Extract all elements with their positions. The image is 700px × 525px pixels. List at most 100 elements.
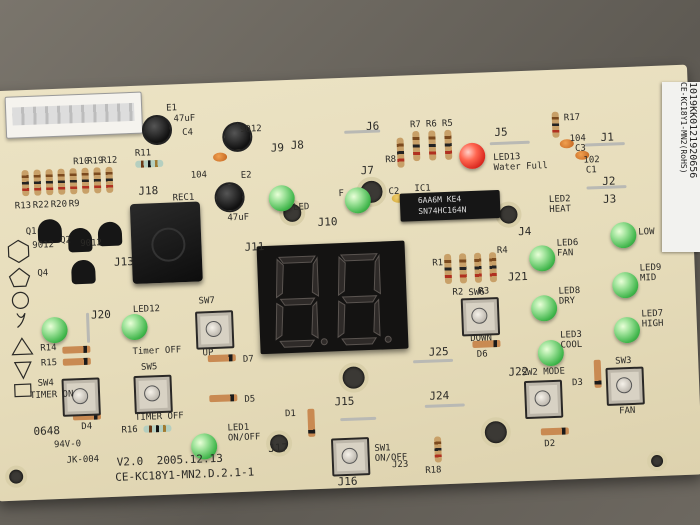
label-r4: R4 [496, 245, 508, 257]
label-j2: J2 [602, 174, 616, 188]
resistor [33, 169, 42, 196]
mounting-hole [338, 362, 370, 394]
resistor-r8 [396, 137, 405, 168]
resistor [45, 169, 54, 196]
label-94v-0: 94V-0 [53, 439, 82, 451]
resistor-r16 [143, 424, 172, 433]
label-fan: FAN [556, 248, 574, 259]
label-timer-on: TIMER ON [29, 389, 74, 402]
resistor [21, 169, 30, 197]
ic1-part-number: SN74HC164N [418, 205, 467, 217]
resistor [105, 166, 114, 193]
led-low [609, 221, 637, 249]
label-r8: R8 [385, 154, 397, 166]
label-j21: J21 [507, 269, 529, 284]
resistor-r7 [412, 130, 421, 162]
label-sw7: SW7 [198, 295, 216, 307]
resistor [81, 167, 90, 194]
label-c3: C3 [574, 143, 587, 154]
sw6-down-button[interactable] [460, 297, 501, 337]
label-47uf: 47uF [173, 113, 196, 125]
label-j8: J8 [290, 138, 305, 152]
label-r6: R6 [425, 119, 438, 130]
label-led: LED [292, 202, 310, 213]
label-j15: J15 [334, 394, 355, 409]
label-r16: R16 [121, 424, 138, 436]
diode [62, 357, 91, 366]
jumper-wire [413, 358, 454, 364]
label-ic1: IC1 [414, 183, 431, 195]
sw3-fan-button[interactable] [605, 366, 645, 406]
label-0648: 0648 [33, 423, 61, 438]
label-r14: R14 [40, 343, 57, 354]
label-dry: DRY [558, 296, 576, 307]
label-j9: J9 [270, 141, 285, 155]
label-q4: Q4 [37, 268, 49, 279]
diode-d3 [593, 359, 602, 388]
label-d7: D7 [242, 354, 254, 365]
label-r13: R13 [14, 200, 32, 212]
label-c1: C1 [585, 165, 597, 176]
label-47uf: 47uF [227, 212, 250, 224]
label-j17: J17 [268, 441, 289, 455]
segment-digits [275, 253, 392, 348]
label-rec1: REC1 [172, 192, 195, 204]
sw7-up-button[interactable] [194, 310, 235, 350]
label-r18: R18 [425, 465, 442, 476]
label-sw3: SW3 [615, 355, 632, 367]
sw5-timer-off-button[interactable] [133, 374, 173, 415]
sw1-on-off-button[interactable] [330, 437, 371, 477]
label-low: LOW [638, 226, 655, 238]
mounting-hole [646, 450, 668, 472]
label-sw4: SW4 [37, 378, 55, 389]
label-j20: J20 [90, 307, 112, 322]
label-timer-off: Timer OFF [132, 345, 182, 358]
label-102: 102 [583, 155, 600, 166]
label-r15: R15 [40, 358, 58, 369]
jumper-wire [340, 416, 377, 422]
label-9012: 9012 [239, 123, 262, 135]
label-d4: D4 [81, 421, 93, 433]
resistor-r6 [428, 130, 437, 161]
label-9012: 9012 [80, 238, 103, 250]
diode-d5 [209, 394, 238, 403]
ceramic-capacitor [212, 152, 228, 162]
label-104: 104 [190, 170, 208, 181]
label-9012: 9012 [32, 240, 55, 251]
label-board-model: CE-KC18Y1-MN2.D.2.1-1 [115, 465, 255, 484]
label-j13: J13 [113, 254, 135, 269]
jumper-wire [424, 403, 465, 408]
led9-mid [611, 271, 639, 299]
label-sw6: SW6 [468, 287, 485, 299]
label-j25: J25 [428, 344, 449, 359]
led-timer-on [41, 316, 69, 344]
diode [62, 345, 91, 354]
label-on-off: ON/OFF [227, 432, 261, 444]
label-led12: LED12 [132, 304, 161, 316]
label-r17: R17 [563, 112, 581, 124]
label-j10: J10 [317, 215, 338, 229]
resistor-r1 [443, 253, 453, 285]
label-led6: LED6 [556, 237, 579, 249]
label-e2: E2 [240, 170, 252, 181]
led [344, 186, 372, 214]
label-r2: R2 [452, 287, 464, 298]
mounting-hole [480, 416, 512, 448]
label-r9: R9 [68, 199, 80, 210]
resistor [93, 167, 102, 194]
wire-connector-header [4, 91, 144, 139]
label-r1: R1 [432, 258, 444, 269]
label-r5: R5 [441, 118, 453, 130]
label-timer-off: TIMER OFF [134, 411, 184, 424]
sw2-mode-button[interactable] [523, 379, 564, 420]
label-j18: J18 [138, 184, 159, 198]
diode-d1 [307, 408, 316, 437]
label-j11: J11 [244, 239, 265, 254]
jumper-wire [489, 140, 530, 146]
label-d1: D1 [284, 408, 297, 420]
label-date: 2005.12.13 [156, 451, 224, 468]
label-r11: R11 [134, 148, 152, 159]
led12-timer-off [121, 313, 149, 341]
label-r22: R22 [32, 200, 50, 211]
resistor [69, 168, 78, 195]
